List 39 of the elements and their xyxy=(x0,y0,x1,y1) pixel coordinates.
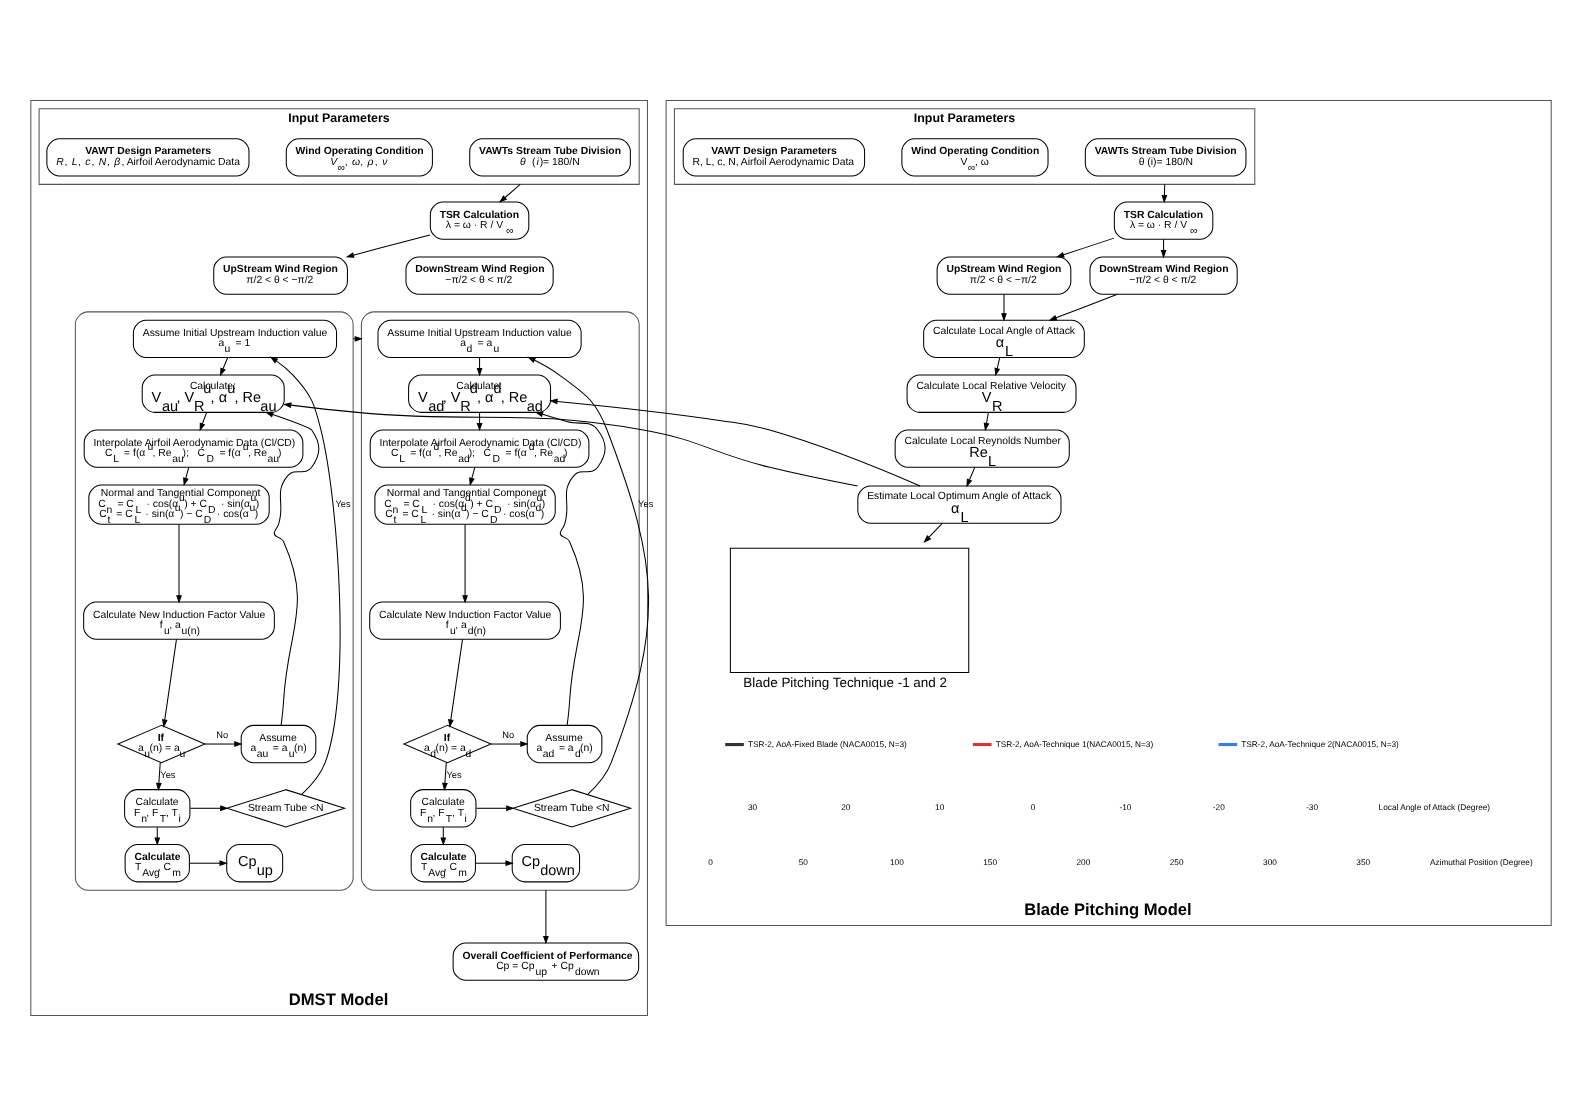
arrow xyxy=(441,761,447,792)
arrow xyxy=(153,826,160,846)
arrow xyxy=(1000,293,1006,322)
cluster xyxy=(359,311,639,891)
arrow xyxy=(548,398,920,487)
arrow xyxy=(1160,183,1167,204)
arrow xyxy=(468,466,475,487)
arrow xyxy=(203,741,242,747)
arrow xyxy=(922,522,942,544)
arrow xyxy=(344,234,430,258)
arrow xyxy=(475,357,482,377)
arrow xyxy=(982,412,989,432)
arrow xyxy=(160,638,176,728)
arrow xyxy=(489,741,528,747)
arrow xyxy=(439,826,446,846)
arrow xyxy=(188,805,228,812)
arrow xyxy=(526,356,649,796)
arrow xyxy=(1047,293,1117,321)
arrow xyxy=(446,638,462,728)
arrow xyxy=(542,889,548,945)
arrow xyxy=(175,523,181,604)
arrow xyxy=(965,466,975,488)
arrow xyxy=(474,860,513,867)
arrow xyxy=(264,411,319,726)
arrow xyxy=(154,761,161,792)
arrow xyxy=(351,335,362,342)
arrow xyxy=(282,402,858,487)
arrow xyxy=(1054,237,1114,258)
arrow xyxy=(533,411,605,726)
arrow xyxy=(268,356,340,796)
arrow xyxy=(474,805,514,812)
arrow xyxy=(182,466,189,487)
arrow xyxy=(461,523,467,604)
arrow xyxy=(198,412,207,432)
arrow xyxy=(218,357,228,377)
arrow xyxy=(993,357,1000,377)
arrow xyxy=(1159,239,1166,259)
arrow xyxy=(497,183,520,203)
arrow xyxy=(188,860,227,867)
